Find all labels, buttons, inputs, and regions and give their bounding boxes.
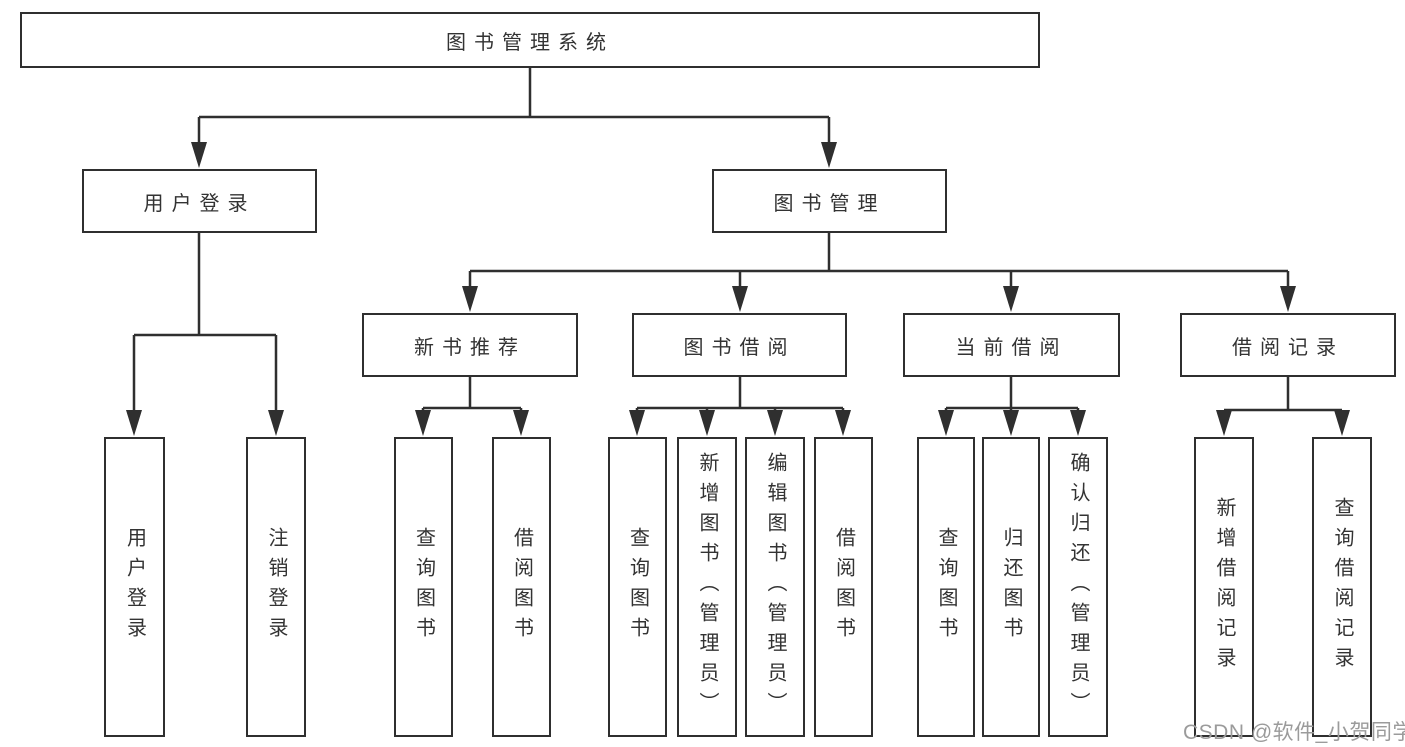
leaf-label: 注销登录 [265,527,287,647]
leaf-label: 查询图书 [935,527,957,647]
leaf-logout: 注销登录 [246,437,306,737]
leaf-return-books: 归还图书 [982,437,1040,737]
edge-root-to-level2 [191,68,837,168]
node-book-mgmt: 图书管理 [712,169,947,233]
node-current-borrow-label: 当前借阅 [955,336,1068,359]
node-borrow-records-label: 借阅记录 [1232,336,1344,359]
leaf-label: 查询借阅记录 [1331,497,1353,677]
edge-new-book-rec-to-leaves [415,377,529,436]
node-book-borrow-label: 图书借阅 [683,336,796,359]
edge-user-login-to-leaves [126,233,284,436]
csdn-watermark: CSDN @软件_小贺同学 [1183,721,1405,744]
leaf-label: 查询图书 [626,527,649,647]
leaf-borrow-books: 借阅图书 [814,437,873,737]
leaf-borrow-books-rec: 借阅图书 [492,437,551,737]
leaf-query-books-current: 查询图书 [917,437,975,737]
edge-current-borrow-to-leaves [938,377,1086,436]
edge-borrow-records-to-leaves [1216,377,1350,436]
leaf-query-borrow-record: 查询借阅记录 [1312,437,1372,737]
edge-book-borrow-to-leaves [629,377,851,436]
node-root: 图书管理系统 [20,12,1040,68]
node-book-mgmt-label: 图书管理 [773,192,886,215]
leaf-label: 新增借阅记录 [1213,497,1235,677]
leaf-label: 用户登录 [123,527,146,647]
leaf-query-books-borrow: 查询图书 [608,437,667,737]
leaf-label: 新增图书（管理员） [696,452,718,722]
leaf-query-books-rec: 查询图书 [394,437,453,737]
node-user-login: 用户登录 [82,169,317,233]
leaf-label: 确认归还（管理员） [1067,452,1089,722]
leaf-label: 归还图书 [1000,527,1022,647]
leaf-add-books-admin: 新增图书（管理员） [677,437,737,737]
leaf-label: 借阅图书 [510,527,533,647]
node-root-label: 图书管理系统 [446,31,614,54]
leaf-confirm-return-admin: 确认归还（管理员） [1048,437,1108,737]
leaf-label: 借阅图书 [832,527,855,647]
leaf-label: 查询图书 [412,527,435,647]
edge-book-mgmt-to-level3 [462,233,1296,312]
node-book-borrow: 图书借阅 [632,313,847,377]
node-current-borrow: 当前借阅 [903,313,1120,377]
node-user-login-label: 用户登录 [143,192,256,215]
node-borrow-records: 借阅记录 [1180,313,1396,377]
leaf-add-borrow-record: 新增借阅记录 [1194,437,1254,737]
leaf-label: 编辑图书（管理员） [764,452,786,722]
node-new-book-rec: 新书推荐 [362,313,578,377]
node-new-book-rec-label: 新书推荐 [414,336,526,359]
leaf-user-login: 用户登录 [104,437,165,737]
leaf-edit-books-admin: 编辑图书（管理员） [745,437,805,737]
